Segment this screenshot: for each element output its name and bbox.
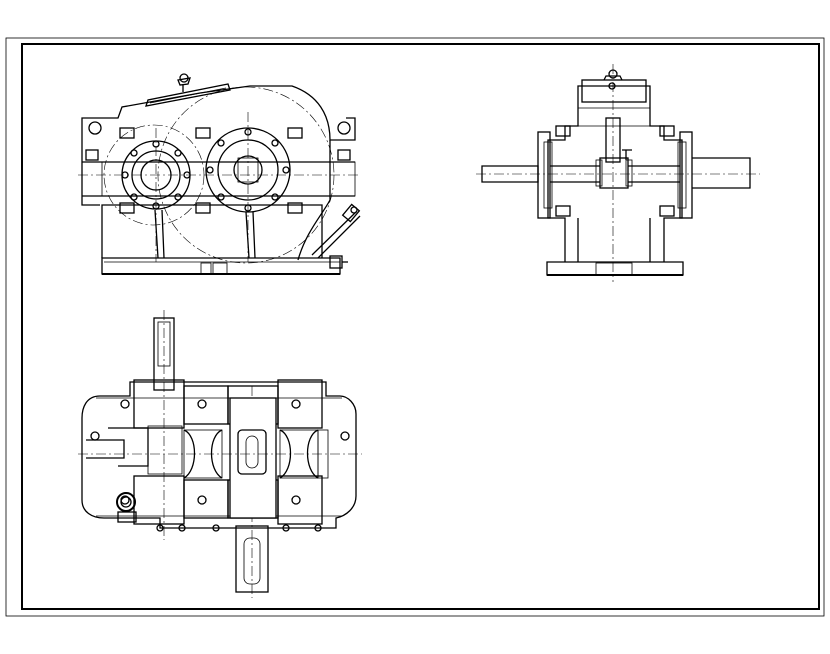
front-view xyxy=(78,73,361,275)
side-view xyxy=(476,64,760,282)
inner-frame xyxy=(21,43,820,610)
outer-border xyxy=(5,37,825,617)
top-view xyxy=(78,310,362,598)
